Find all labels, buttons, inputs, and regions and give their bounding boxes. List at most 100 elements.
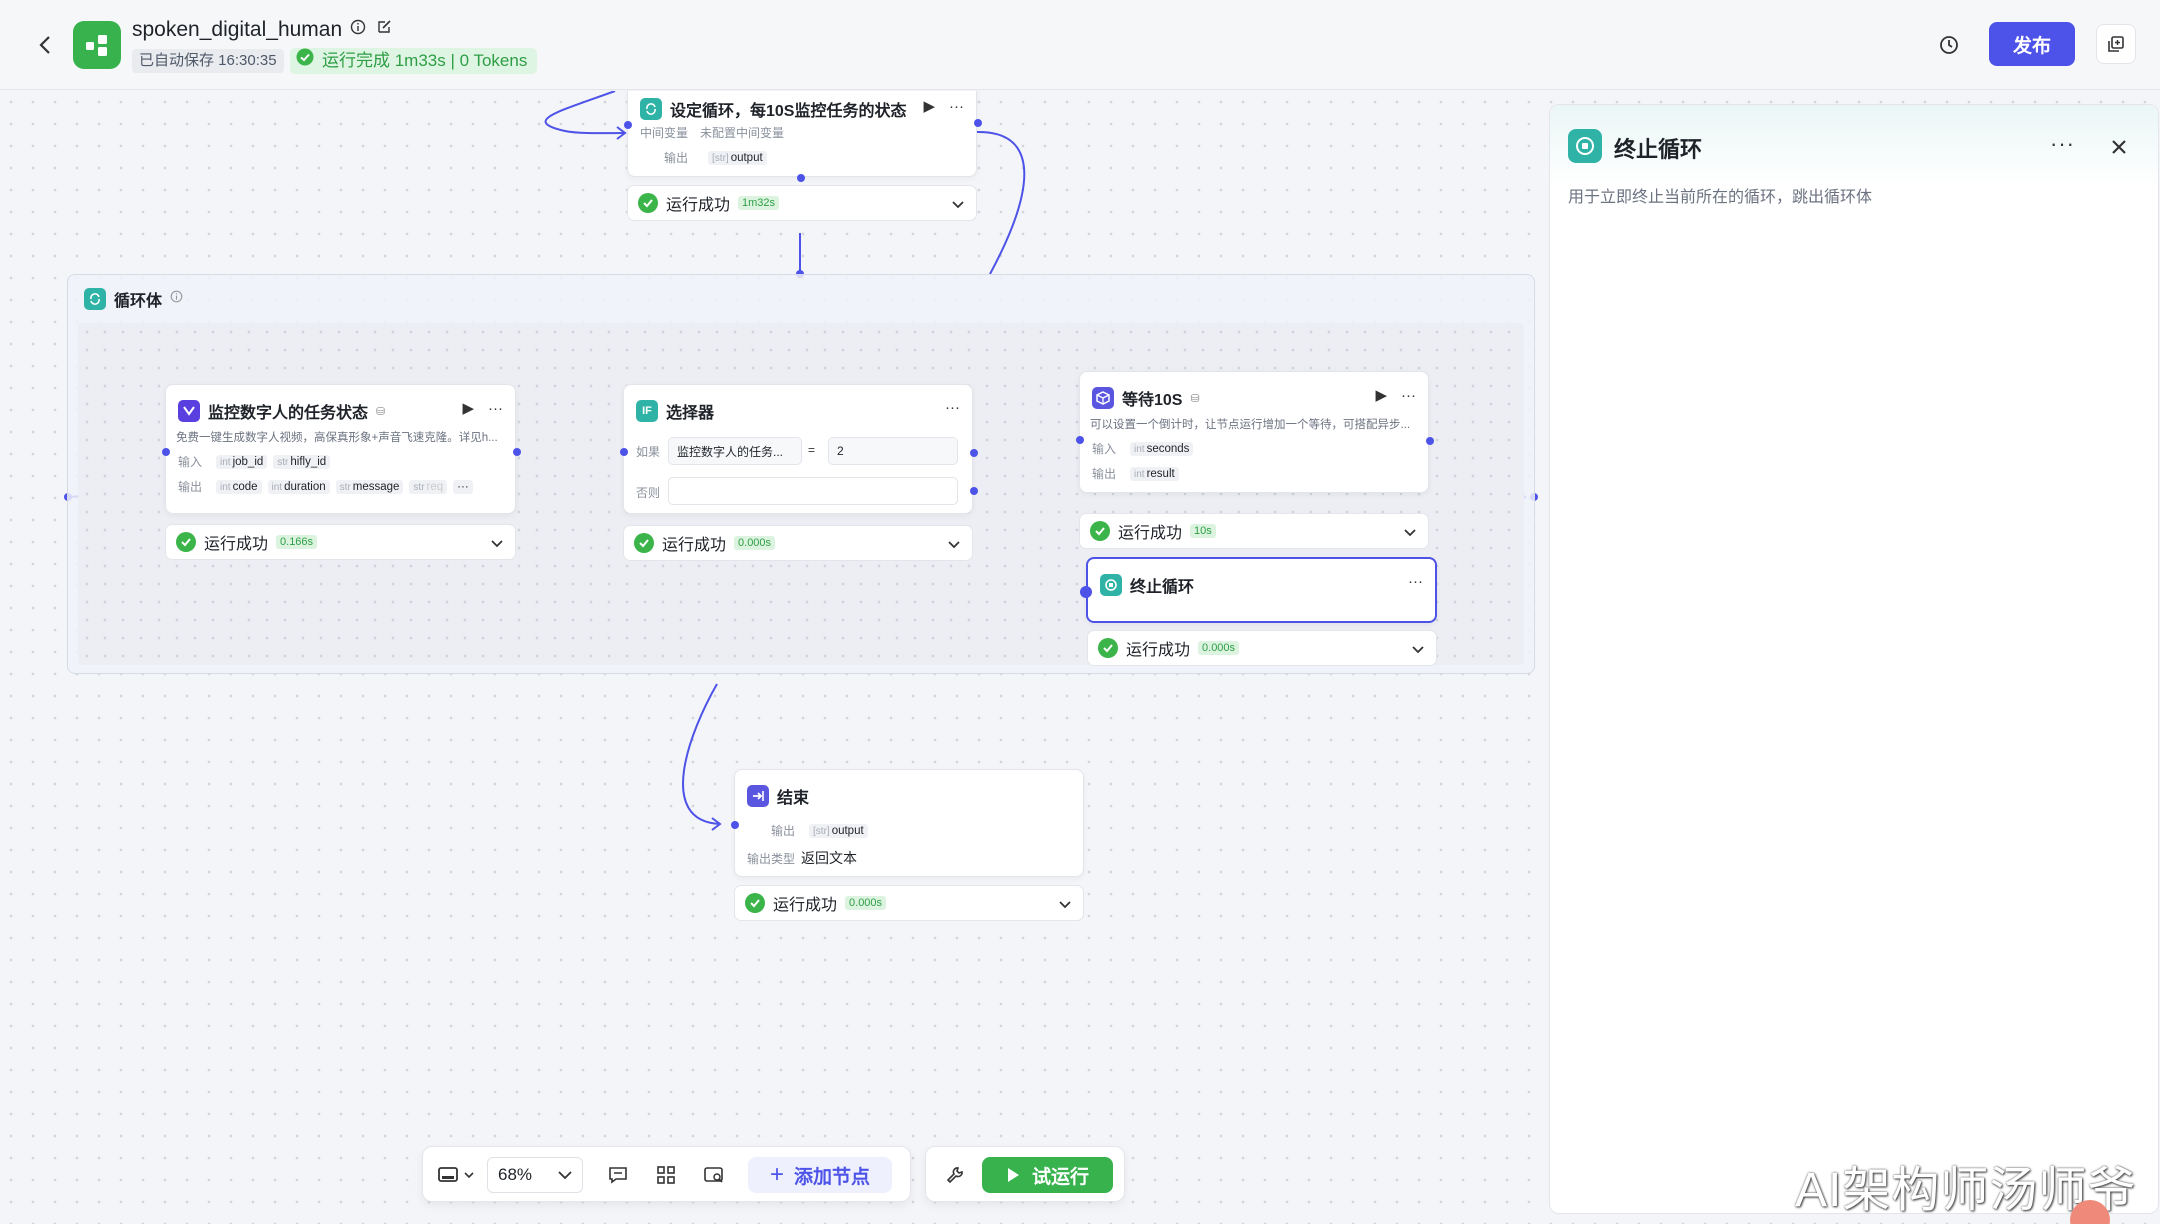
run-result-bar[interactable]: 运行成功 0.000s — [734, 885, 1084, 921]
back-arrow-icon[interactable] — [30, 30, 60, 60]
chevron-down-icon[interactable] — [1412, 641, 1424, 659]
condition-operator[interactable]: = — [808, 443, 816, 457]
node-description: 免费一键生成数字人视频，高保真形象+声音飞速克隆。详见h... — [176, 432, 498, 444]
input-label: 输入 — [1092, 442, 1117, 456]
info-icon[interactable] — [350, 19, 366, 40]
success-check-icon — [1098, 638, 1118, 658]
node-title: 监控数字人的任务状态 — [208, 405, 369, 422]
duration-badge: 1m32s — [738, 196, 780, 210]
history-icon[interactable] — [1934, 30, 1964, 60]
output-label: 输出 — [771, 824, 796, 838]
output-kind-value: 返回文本 — [801, 850, 858, 866]
condition-left-field[interactable]: 监控数字人的任务... — [668, 437, 802, 465]
output-label: 输出 — [178, 480, 203, 494]
condition-right-field[interactable]: 2 — [828, 437, 958, 465]
run-result-bar[interactable]: 运行成功 0.000s — [623, 525, 973, 561]
debug-tool-icon[interactable] — [938, 1157, 972, 1193]
end-node[interactable]: 结束 输出 [str]output 输出类型 返回文本 — [731, 769, 1084, 877]
input-port[interactable] — [624, 121, 632, 129]
input-port[interactable] — [1076, 436, 1084, 444]
run-result-bar[interactable]: 运行成功 10s — [1079, 513, 1429, 549]
loop-setup-card[interactable]: 设定循环，每10S监控任务的状态 ▶ ··· 中间变量 未配置中间变量 输出 [… — [624, 91, 982, 182]
chevron-down-icon[interactable] — [1404, 524, 1416, 542]
input-port[interactable] — [731, 821, 739, 829]
canvas-toolbar: 68% + 添加节点 — [422, 1146, 911, 1202]
more-options-icon[interactable]: ··· — [1408, 573, 1423, 590]
panel-title: 终止循环 — [1614, 137, 1703, 162]
end-icon — [747, 785, 769, 807]
info-icon[interactable] — [170, 290, 183, 308]
chevron-down-icon[interactable] — [1059, 896, 1071, 914]
chevron-down-icon[interactable] — [948, 536, 960, 554]
more-options-icon[interactable]: ··· — [945, 399, 960, 416]
loop-setup-node[interactable]: 设定循环，每10S监控任务的状态 ▶ ··· 中间变量 未配置中间变量 输出 [… — [624, 91, 982, 278]
if-output-port[interactable] — [970, 449, 978, 457]
success-check-icon — [176, 532, 196, 552]
duplicate-icon[interactable] — [2096, 24, 2136, 64]
success-check-icon — [634, 533, 654, 553]
more-options-icon[interactable]: ··· — [949, 97, 964, 115]
more-outputs-tag[interactable]: ··· — [453, 479, 473, 494]
else-output-port[interactable] — [970, 487, 978, 495]
run-result-bar[interactable]: 运行成功 1m32s — [627, 185, 977, 221]
stop-loop-node[interactable]: 终止循环 ··· — [1080, 557, 1437, 623]
minimap-icon[interactable] — [697, 1157, 731, 1193]
monitor-task-node[interactable]: 监控数字人的任务状态 ⛁ ▶ ··· 免费一键生成数字人视频，高保真形象+声音飞… — [162, 384, 521, 514]
plus-icon: + — [770, 1161, 785, 1188]
publish-button[interactable]: 发布 — [1989, 22, 2075, 66]
app-title: spoken_digital_human — [132, 18, 343, 41]
zoom-select[interactable]: 68% — [487, 1157, 584, 1193]
zoom-value: 68% — [498, 1165, 533, 1184]
success-check-icon — [1090, 521, 1110, 541]
mid-var-label: 中间变量 — [640, 126, 689, 140]
run-status-text: 运行成功 — [662, 537, 727, 554]
output-label: 输出 — [1092, 467, 1117, 481]
else-field[interactable] — [668, 477, 958, 505]
else-label: 否则 — [636, 486, 661, 500]
output-tag: [str]output — [708, 150, 767, 165]
more-options-icon[interactable]: ··· — [1401, 386, 1416, 404]
test-run-button[interactable]: 试运行 — [982, 1157, 1114, 1193]
output-port[interactable] — [1426, 437, 1434, 445]
chevron-down-icon[interactable] — [952, 196, 964, 214]
more-options-icon[interactable]: ··· — [488, 399, 503, 417]
input-port[interactable] — [162, 448, 170, 456]
auto-layout-icon[interactable] — [649, 1157, 683, 1193]
output-port[interactable] — [513, 448, 521, 456]
stop-loop-icon — [1100, 574, 1122, 596]
add-node-button[interactable]: + 添加节点 — [748, 1157, 893, 1193]
more-options-icon[interactable]: ··· — [2050, 131, 2075, 156]
selector-node[interactable]: IF 选择器 ··· 如果 监控数字人的任务... = 2 否则 — [620, 384, 978, 514]
run-node-icon[interactable]: ▶ — [923, 98, 935, 115]
node-title: 选择器 — [666, 405, 715, 422]
layout-mode-button[interactable] — [433, 1157, 479, 1193]
run-node-icon[interactable]: ▶ — [1375, 387, 1387, 404]
add-node-label: 添加节点 — [794, 1166, 871, 1188]
close-icon[interactable] — [2105, 133, 2133, 161]
comment-icon[interactable] — [601, 1157, 635, 1193]
run-status-text: 运行成功 — [773, 897, 838, 914]
run-result-bar[interactable]: 运行成功 0.000s — [1087, 630, 1437, 666]
success-check-icon — [745, 893, 765, 913]
input-port[interactable] — [1080, 586, 1092, 598]
input-port[interactable] — [620, 448, 628, 456]
chevron-down-icon[interactable] — [491, 535, 503, 553]
if-label: 如果 — [636, 445, 661, 459]
wait-node[interactable]: 等待10S ⛁ ▶ ··· 可以设置一个倒计时，让节点运行增加一个等待，可搭配异… — [1076, 371, 1434, 493]
mid-var-value: 未配置中间变量 — [700, 126, 785, 140]
node-detail-panel: 终止循环 ··· 用于立即终止当前所在的循环，跳出循环体 — [1549, 104, 2159, 1214]
output-port[interactable] — [974, 119, 982, 127]
run-status-text: 运行完成 1m33s | 0 Tokens — [322, 51, 528, 70]
database-icon: ⛁ — [376, 405, 386, 418]
edit-icon[interactable] — [376, 19, 392, 40]
loop-port[interactable] — [797, 174, 805, 182]
run-result-bar[interactable]: 运行成功 0.166s — [165, 524, 516, 560]
run-status-text: 运行成功 — [204, 536, 269, 553]
run-status-text: 运行成功 — [1118, 525, 1183, 542]
run-node-icon[interactable]: ▶ — [462, 400, 474, 417]
duration-badge: 0.000s — [734, 536, 776, 550]
